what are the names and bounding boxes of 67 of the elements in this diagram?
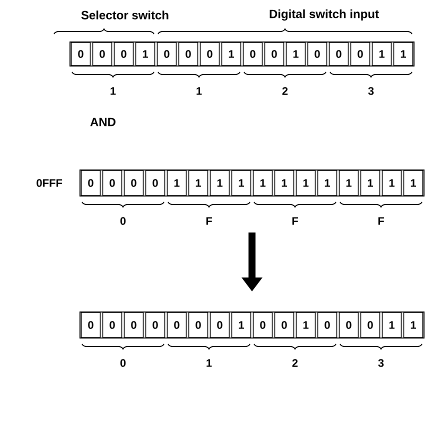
bit-cell: 1 bbox=[221, 42, 242, 66]
bit-cell: 0 bbox=[317, 312, 338, 338]
bit-cell: 0 bbox=[166, 312, 187, 338]
group-value: 0 bbox=[120, 217, 126, 225]
bit-cell: 1 bbox=[296, 170, 316, 196]
bit-cell: 0 bbox=[200, 42, 220, 66]
bit-cell: 0 bbox=[264, 42, 284, 66]
bit-cell: 0 bbox=[242, 42, 263, 66]
bit-cell: 0 bbox=[307, 42, 328, 66]
bit-cell: 0 bbox=[188, 312, 208, 338]
bit-cell: 0 bbox=[178, 42, 198, 66]
group-value: 0 bbox=[120, 359, 126, 367]
bit-cell: 0 bbox=[145, 312, 166, 338]
bit-cell: 0 bbox=[360, 312, 380, 338]
group-value: 1 bbox=[110, 87, 116, 95]
bit-cell: 1 bbox=[372, 42, 392, 66]
bit-cell: 0 bbox=[210, 312, 230, 338]
bit-cell: 0 bbox=[92, 42, 112, 66]
bit-cell: 1 bbox=[403, 312, 424, 338]
bit-cell: 0 bbox=[350, 42, 370, 66]
group-value: F bbox=[292, 217, 298, 225]
bit-cell: 1 bbox=[296, 312, 316, 338]
operation-label: AND bbox=[90, 118, 116, 126]
bit-cell: 0 bbox=[102, 312, 122, 338]
bit-cell: 1 bbox=[135, 42, 156, 66]
group-value: 3 bbox=[368, 87, 374, 95]
group-value: F bbox=[378, 217, 384, 225]
bit-cell: 1 bbox=[338, 170, 359, 196]
register-box bbox=[70, 42, 414, 66]
register-value: 0FFF bbox=[36, 179, 62, 187]
register-box bbox=[80, 170, 424, 196]
bit-cell: 0 bbox=[145, 170, 166, 196]
group-value: 2 bbox=[292, 359, 298, 367]
bit-cell: 1 bbox=[382, 170, 402, 196]
bit-cell: 1 bbox=[317, 170, 338, 196]
bit-cell: 1 bbox=[188, 170, 208, 196]
bit-cell: 0 bbox=[102, 170, 122, 196]
field-label: Selector switch bbox=[81, 10, 168, 20]
bit-cell: 0 bbox=[70, 42, 91, 66]
bit-cell: 1 bbox=[360, 170, 380, 196]
group-value: 3 bbox=[378, 359, 384, 367]
bit-cell: 1 bbox=[252, 170, 273, 196]
bit-cell: 0 bbox=[252, 312, 273, 338]
register-box bbox=[80, 312, 424, 338]
bit-cell: 1 bbox=[274, 170, 294, 196]
bit-cell: 0 bbox=[124, 170, 144, 196]
bit-cell: 0 bbox=[156, 42, 177, 66]
bit-cell: 0 bbox=[328, 42, 349, 66]
group-value: 1 bbox=[206, 359, 212, 367]
bit-cell: 1 bbox=[286, 42, 306, 66]
bit-cell: 1 bbox=[382, 312, 402, 338]
bit-cell: 1 bbox=[210, 170, 230, 196]
bit-cell: 0 bbox=[114, 42, 134, 66]
bit-cell: 0 bbox=[80, 312, 101, 338]
bit-cell: 0 bbox=[124, 312, 144, 338]
bit-cell: 1 bbox=[166, 170, 187, 196]
group-value: 1 bbox=[196, 87, 202, 95]
bit-cell: 0 bbox=[338, 312, 359, 338]
bit-cell: 1 bbox=[393, 42, 414, 66]
bit-cell: 1 bbox=[403, 170, 424, 196]
field-label: Digital switch input bbox=[270, 9, 379, 21]
group-value: F bbox=[206, 217, 212, 225]
bit-cell: 0 bbox=[80, 170, 101, 196]
group-value: 2 bbox=[282, 87, 288, 95]
bit-cell: 0 bbox=[274, 312, 294, 338]
bit-cell: 1 bbox=[231, 312, 252, 338]
bit-cell: 1 bbox=[231, 170, 252, 196]
